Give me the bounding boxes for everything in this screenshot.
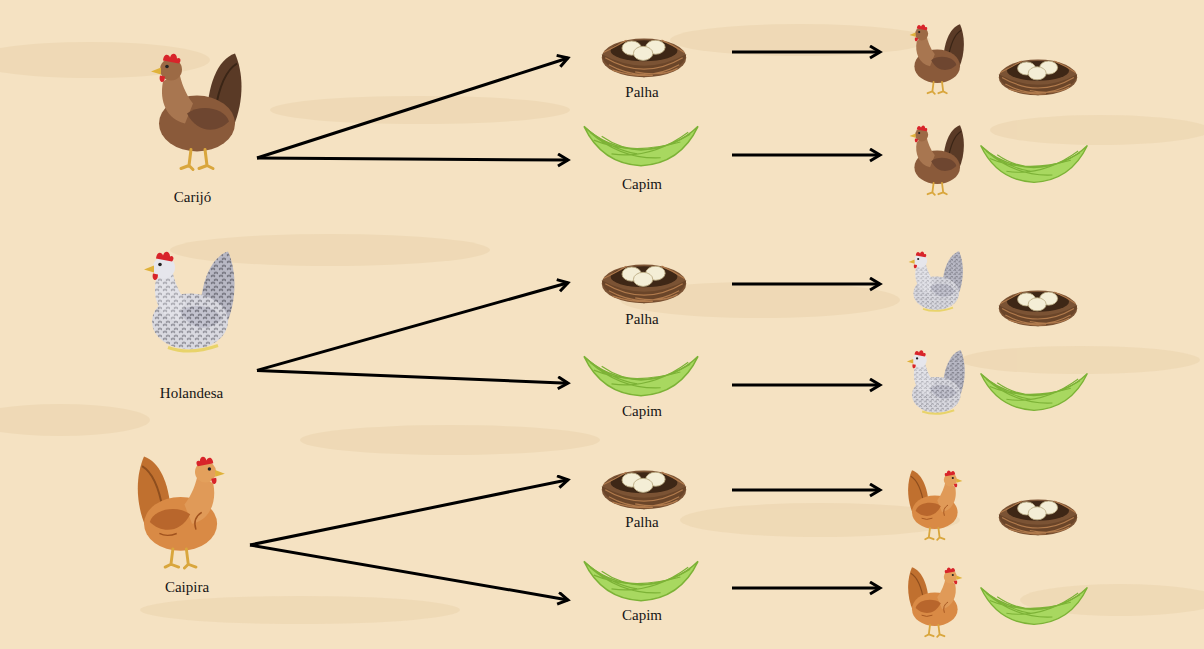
node-label: Palha <box>625 83 658 101</box>
hen-small <box>908 567 962 637</box>
connector-arrow <box>257 158 568 160</box>
connector-arrow <box>250 480 568 545</box>
hen-node: Caipira <box>126 440 248 600</box>
straw-nest-small <box>999 290 1077 326</box>
node-label: Capim <box>622 402 662 420</box>
nest-node: Palha <box>572 450 712 535</box>
hen-caipira <box>138 457 225 569</box>
straw-nest <box>602 470 686 509</box>
straw-nest <box>602 38 686 77</box>
result-pairs <box>907 24 1088 637</box>
node-label: Palha <box>625 513 658 531</box>
hen-holandesa <box>144 252 235 352</box>
hen-small <box>908 470 962 540</box>
connector-arrow <box>257 58 568 158</box>
grass-nest <box>584 356 698 395</box>
hen-node: Carijó <box>130 32 255 210</box>
grass-nest <box>584 561 698 600</box>
node-label: Palha <box>625 310 658 328</box>
result-arrows <box>732 52 880 588</box>
grass-nest <box>584 126 698 165</box>
nest-node: Capim <box>572 112 712 197</box>
straw-nest-small <box>999 499 1077 535</box>
hen-small <box>910 24 964 94</box>
grass-nest-small <box>981 146 1088 183</box>
node-label: Caipira <box>165 578 209 596</box>
nest-node: Palha <box>572 20 712 105</box>
node-label: Capim <box>622 606 662 624</box>
node-label: Holandesa <box>160 384 223 402</box>
grass-nest-small <box>981 588 1088 625</box>
hen-small <box>910 125 964 195</box>
hen-pictures <box>138 54 242 569</box>
hen-small <box>909 251 963 311</box>
hen-carijo <box>151 54 242 170</box>
nest-node: Palha <box>572 247 712 332</box>
connector-arrow <box>257 283 568 371</box>
connector-arrow <box>257 370 568 383</box>
straw-nest <box>602 264 686 303</box>
straw-nest-small <box>999 59 1077 95</box>
nest-node: Capim <box>572 339 712 424</box>
grass-nest-small <box>981 374 1088 411</box>
nest-node: Capim <box>572 543 712 628</box>
hen-node: Holandesa <box>128 228 255 406</box>
nest-pictures <box>584 38 698 600</box>
ground-texture <box>0 24 1204 624</box>
hen-small <box>907 350 965 414</box>
connector-arrow <box>250 545 568 600</box>
node-label: Capim <box>622 175 662 193</box>
node-label: Carijó <box>174 188 212 206</box>
